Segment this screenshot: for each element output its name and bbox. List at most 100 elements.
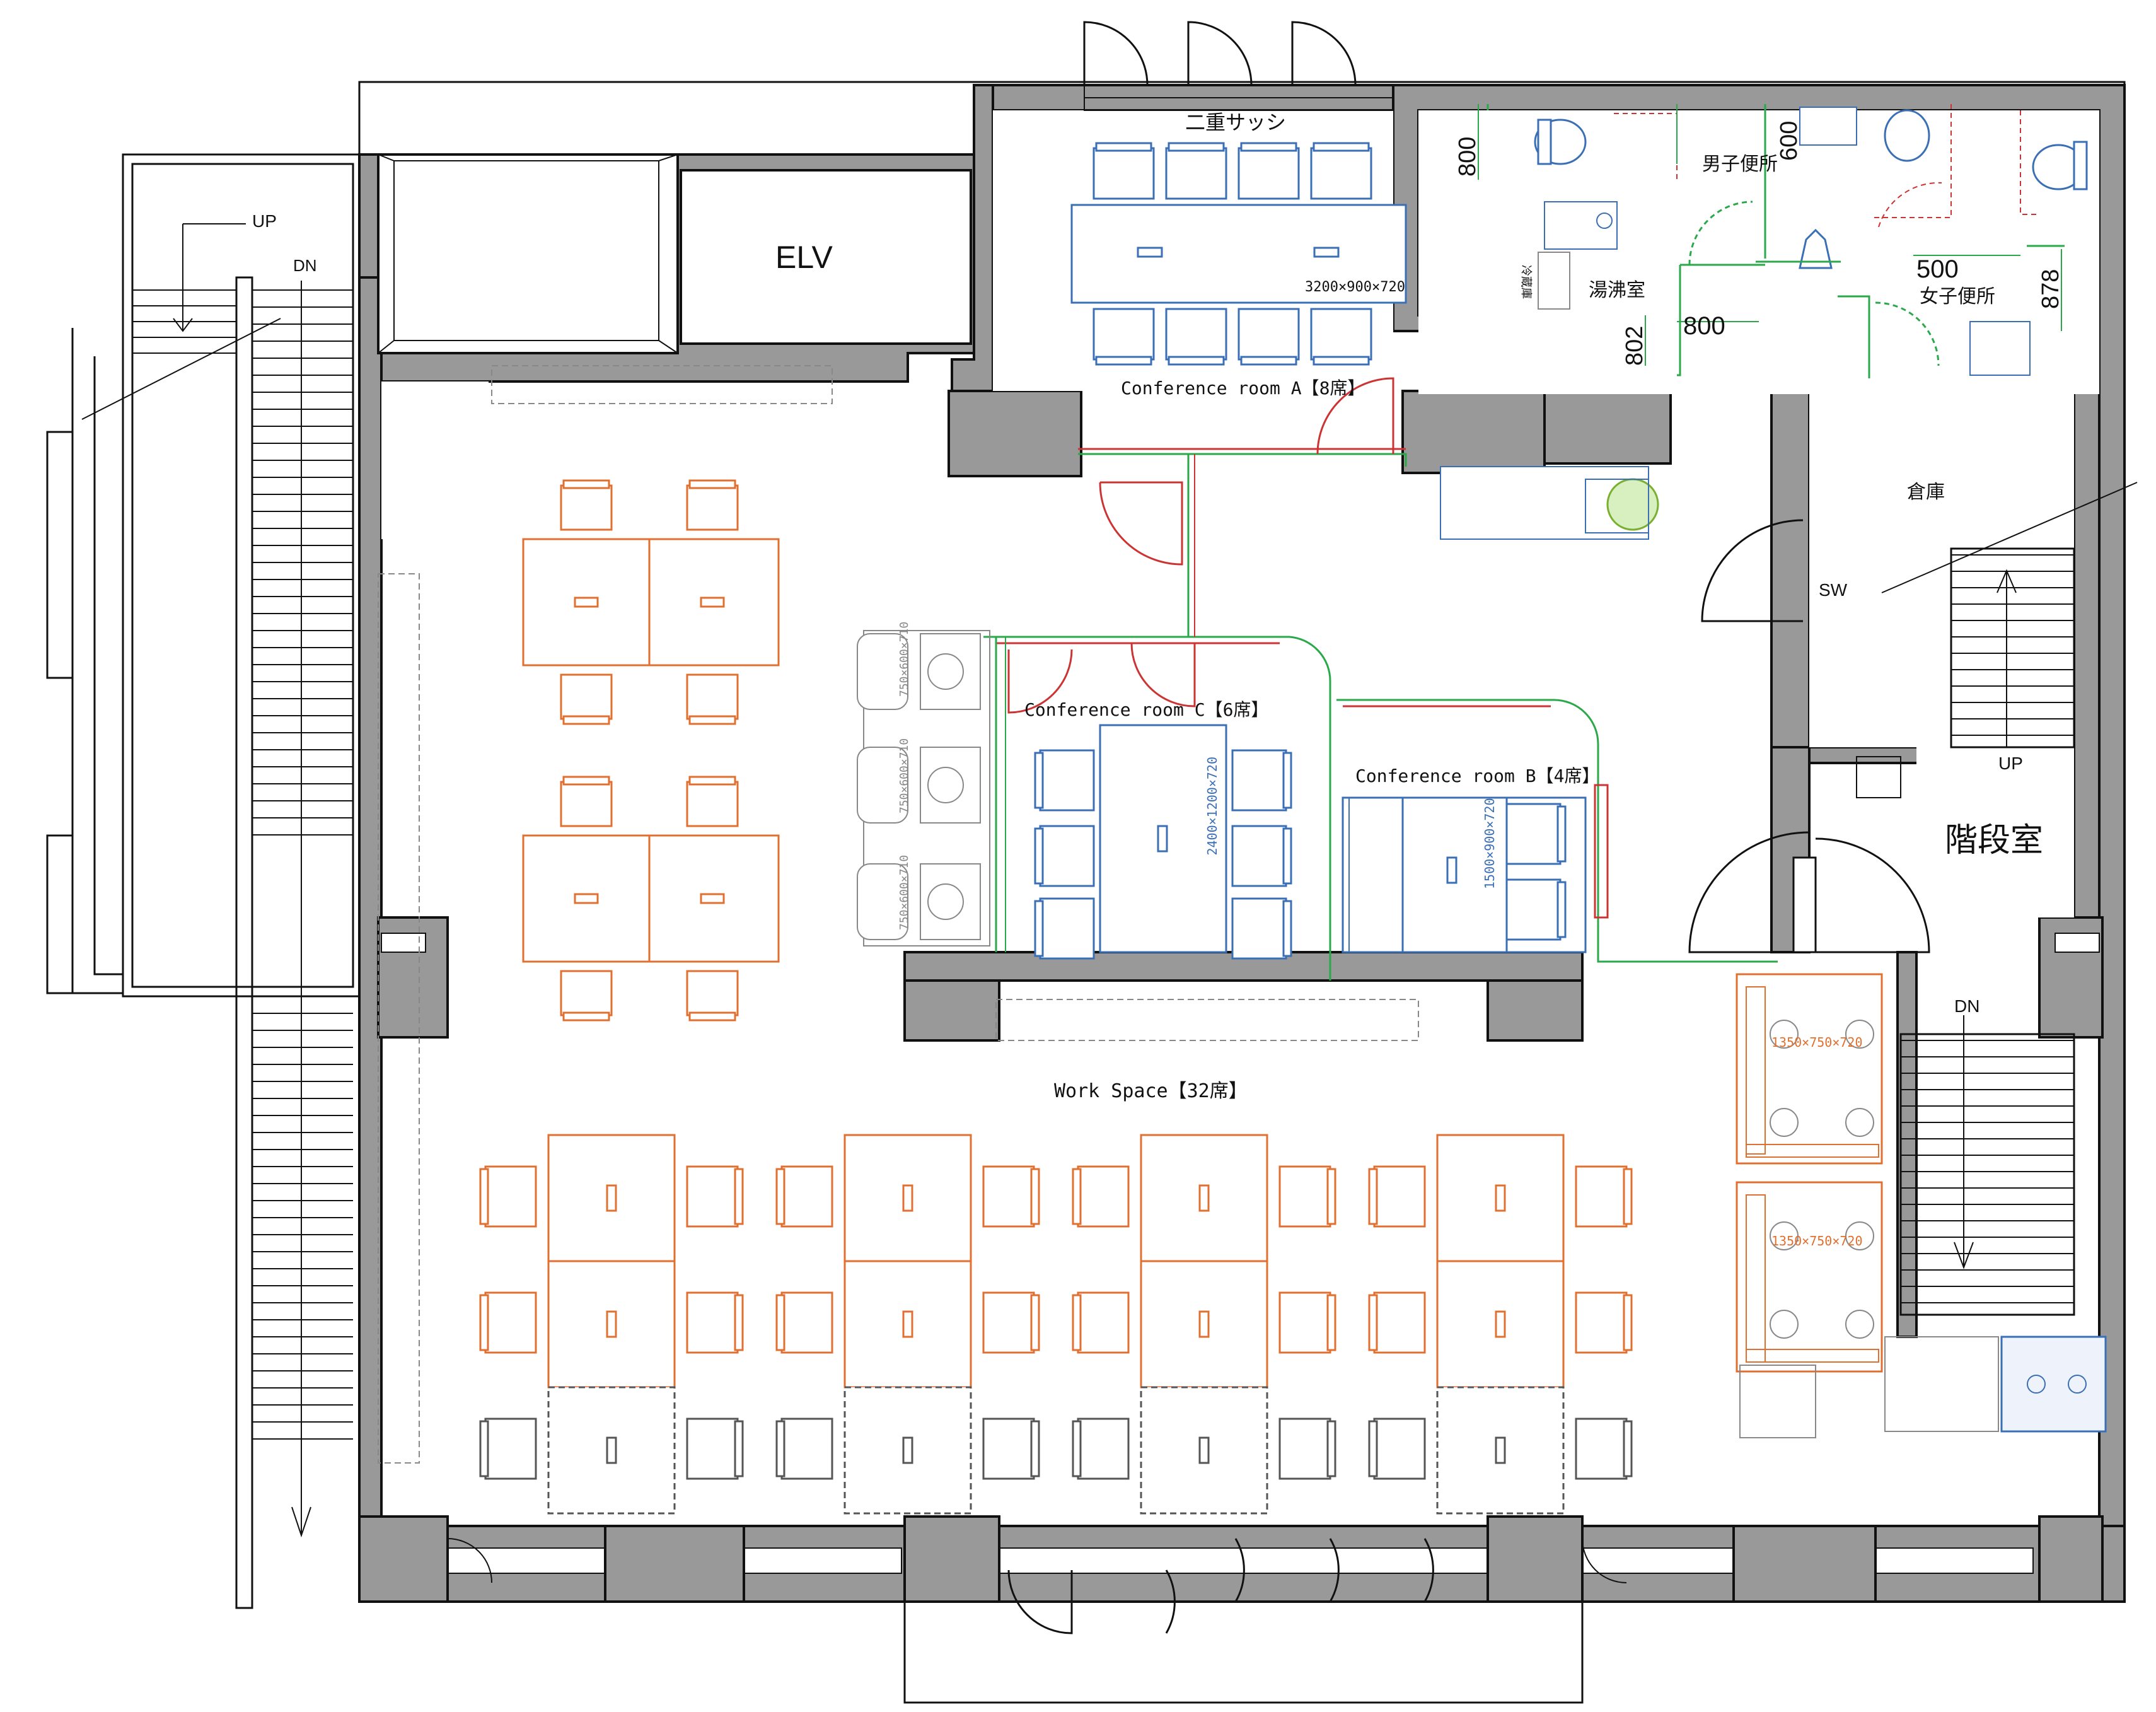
chair-icon	[686, 673, 739, 725]
dashed-lines	[378, 365, 1419, 1464]
sofa-size-2: 1350×750×720	[1771, 1233, 1863, 1249]
chair-icon	[1231, 897, 1292, 960]
dimension-600: 600	[1776, 121, 1802, 161]
mens-restroom-label: 男子便所	[1702, 154, 1778, 175]
stair-up-label-right: UP	[1998, 754, 2023, 773]
workspace-desk	[479, 1260, 744, 1389]
chair-icon	[1278, 1291, 1336, 1354]
booth-size-2: 750×600×710	[898, 738, 911, 813]
booth-size-1: 750×600×710	[898, 622, 911, 697]
right-staircase	[1856, 482, 2138, 1316]
workspace-desk	[775, 1134, 1040, 1262]
kitchen-sink-icon	[1544, 201, 1618, 250]
kitchenette-label: 湯沸室	[1589, 280, 1645, 301]
chair-icon	[1575, 1165, 1633, 1228]
dimension-800-top: 800	[1454, 137, 1481, 177]
chair-icon	[1237, 142, 1300, 200]
chair-icon	[686, 1291, 744, 1354]
workspace-desk	[479, 1386, 744, 1515]
dimension-878: 878	[2037, 269, 2064, 309]
dimension-800-mid: 800	[1683, 312, 1725, 340]
chair-icon	[1034, 897, 1095, 960]
chair-icon	[1310, 142, 1372, 200]
chair-icon	[775, 1291, 833, 1354]
table-island	[522, 479, 780, 725]
chair-icon	[1231, 825, 1292, 887]
workspace-desk	[775, 1260, 1040, 1389]
chair-icon	[560, 673, 613, 725]
workspace-desk	[1072, 1386, 1336, 1515]
conf-b-table-size: 1500×900×720	[1482, 798, 1497, 890]
workspace-desk	[1072, 1134, 1336, 1262]
chair-icon	[686, 479, 739, 531]
chair-icon	[686, 970, 739, 1022]
chair-icon	[1368, 1165, 1426, 1228]
phone-booths	[857, 630, 990, 946]
chair-icon	[1505, 803, 1567, 865]
chair-icon	[1072, 1418, 1130, 1480]
chair-icon	[479, 1165, 537, 1228]
conf-a-label: Conference room A【8席】	[1121, 378, 1365, 399]
conf-a-table-size: 3200×900×720	[1305, 279, 1405, 295]
womens-restroom-label: 女子便所	[1920, 286, 1995, 307]
chair-icon	[1278, 1165, 1336, 1228]
chair-icon	[560, 776, 613, 827]
workspace-tables-top	[522, 479, 780, 1022]
restroom-area	[1440, 104, 2088, 540]
chair-icon	[1368, 1291, 1426, 1354]
workspace-desk	[1368, 1260, 1633, 1389]
staircase-label: 階段室	[1945, 822, 2043, 859]
double-sash-label: 二重サッシ	[1185, 111, 1286, 134]
bottom-entrance-doors	[447, 1538, 1627, 1704]
fridge-label: 冷蔵庫	[1520, 265, 1533, 299]
chair-icon	[1034, 825, 1095, 887]
booth-size-3: 750×600×710	[898, 855, 911, 930]
chair-icon	[1092, 142, 1155, 200]
hallway-doors	[1099, 454, 1930, 963]
booth-chair	[857, 747, 981, 824]
chair-icon	[1072, 1165, 1130, 1228]
conference-room-a: 3200×900×720	[1070, 142, 1407, 467]
chair-icon	[560, 479, 613, 531]
workspace-desk	[479, 1134, 744, 1262]
chair-icon	[1575, 1418, 1633, 1480]
chair-icon	[1034, 749, 1095, 812]
workspace-desk	[1368, 1134, 1633, 1262]
booth-chair	[857, 863, 981, 940]
chair-icon	[1310, 308, 1372, 366]
chair-icon	[686, 1418, 744, 1480]
plant-icon	[1606, 478, 1659, 531]
lounge-sofas	[1736, 973, 2107, 1438]
chair-icon	[1072, 1291, 1130, 1354]
conf-c-label: Conference room C【6席】	[1024, 699, 1268, 720]
double-sash-doors	[1083, 21, 1394, 111]
chair-icon	[686, 776, 739, 827]
conf-c-table-size: 2400×1200×720	[1205, 757, 1220, 856]
chair-icon	[1165, 308, 1227, 366]
left-staircase	[46, 153, 364, 1609]
switch-label: SW	[1819, 580, 1848, 600]
chair-icon	[1165, 142, 1227, 200]
chair-icon	[775, 1418, 833, 1480]
chair-icon	[479, 1418, 537, 1480]
chair-icon	[560, 970, 613, 1022]
stair-up-label-left: UP	[252, 211, 277, 231]
elv-label: ELV	[775, 240, 833, 275]
conference-room-c: 2400×1200×720	[983, 636, 1331, 981]
chair-icon	[1278, 1418, 1336, 1480]
chair-icon	[982, 1291, 1040, 1354]
fridge-icon	[1538, 252, 1570, 310]
chair-icon	[1575, 1291, 1633, 1354]
conference-room-b: 1500×900×720	[1336, 699, 1775, 963]
workspace-desk	[775, 1386, 1040, 1515]
urinal-icon	[1799, 228, 1833, 269]
workspace-label: Work Space【32席】	[1054, 1080, 1248, 1102]
conf-b-label: Conference room B【4席】	[1355, 766, 1599, 786]
chair-icon	[1368, 1418, 1426, 1480]
booth-chair	[857, 633, 981, 710]
stair-dn-label-left: DN	[293, 256, 317, 275]
chair-icon	[982, 1418, 1040, 1480]
stair-dn-label-right: DN	[1954, 996, 1979, 1016]
chair-icon	[1237, 308, 1300, 366]
